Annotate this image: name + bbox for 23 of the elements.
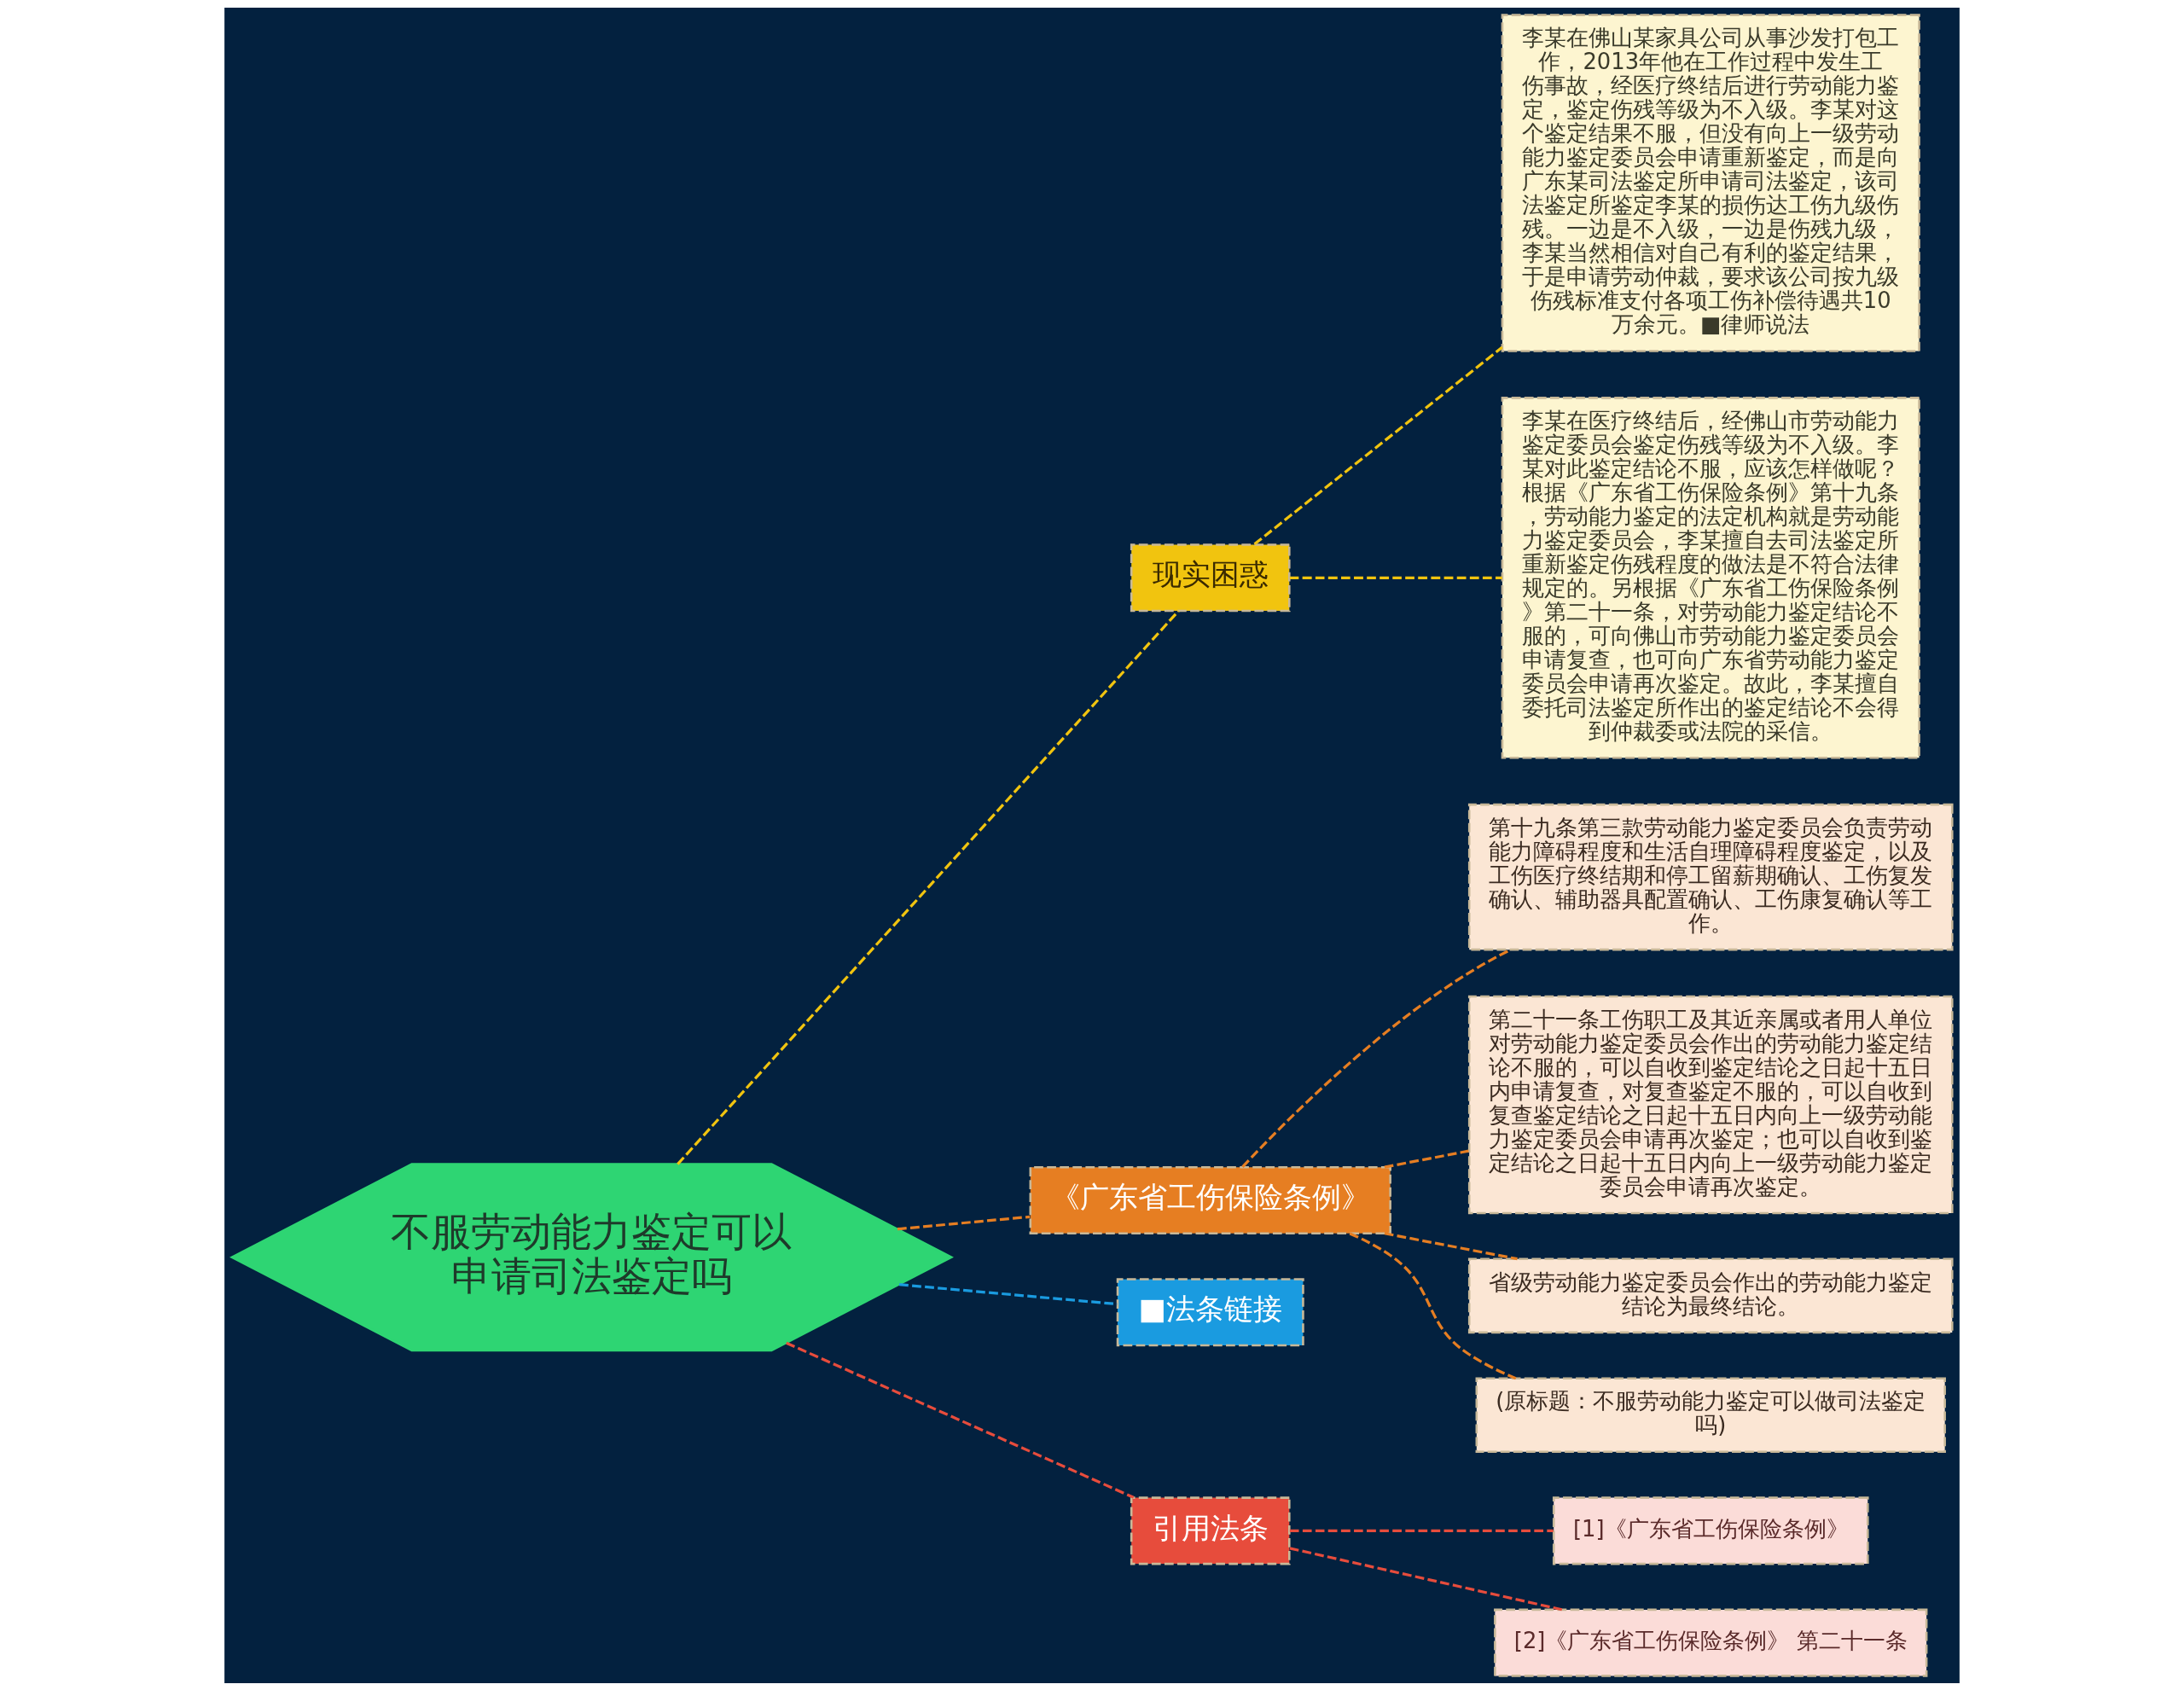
- connector: [1289, 1529, 1554, 1532]
- node-box: ■法条链接: [1116, 1277, 1304, 1346]
- connector: [1349, 1231, 1517, 1379]
- node-box: 现实困惑: [1130, 543, 1291, 612]
- node-box: 省级劳动能力鉴定委员会作出的劳动能力鉴定结论为最终结论。: [1467, 1257, 1954, 1333]
- node-box: 引用法条: [1130, 1495, 1291, 1565]
- connector: [898, 1282, 1118, 1305]
- connector: [1289, 1546, 1563, 1611]
- connector: [786, 1341, 1135, 1499]
- connector: [1289, 576, 1502, 579]
- node-box: [1]《广东省工伤保险条例》: [1552, 1495, 1869, 1565]
- node-box: (原标题：不服劳动能力鉴定可以做司法鉴定吗): [1475, 1376, 1946, 1453]
- node-box: 第二十一条工伤职工及其近亲属或者用人单位对劳动能力鉴定委员会作出的劳动能力鉴定结论不服的，可以自收到鉴定结论之日起十五日内申请复查，对复查鉴定不服的，可以自收到复查鉴定结论之日起十五日内向上一级劳动能力鉴定委员会申请再次鉴定；也可以自收到鉴定结论之日起十五日内向上一级劳动能力鉴定委员会申请再次鉴定。: [1467, 995, 1954, 1214]
- connector: [897, 1215, 1031, 1230]
- connector: [1384, 1149, 1469, 1169]
- node-box: 《广东省工伤保险条例》: [1029, 1165, 1391, 1234]
- connector: [1384, 1231, 1518, 1260]
- node-box: [2]《广东省工伤保险条例》 第二十一条: [1494, 1608, 1928, 1677]
- connector: [1253, 346, 1503, 545]
- node-box: 李某在医疗终结后，经佛山市劳动能力鉴定委员会鉴定伤残等级为不入级。李某对此鉴定结论不服，应该怎样做呢？根据《广东省工伤保险条例》第十九条，劳动能力鉴定的法定机构就是劳动能力鉴定委员会，李某擅自去司法鉴定所重新鉴定伤残程度的做法是不符合法律规定的。另根据《广东省工伤保险条例》第二十一条，对劳动能力鉴定结论不服的，可向佛山市劳动能力鉴定委员会申请复查，也可向广东省劳动能力鉴定委员会申请再次鉴定。故此，李某擅自委托司法鉴定所作出的鉴定结论不会得到仲裁委或法院的采信。: [1501, 396, 1920, 758]
- connector: [677, 609, 1180, 1165]
- node-box: 李某在佛山某家具公司从事沙发打包工作，2013年他在工作过程中发生工伤事故，经医疗终结后进行劳动能力鉴定，鉴定伤残等级为不入级。李某对这个鉴定结果不服，但没有向上一级劳动能力鉴定委员会申请重新鉴定，而是向广东某司法鉴定所申请司法鉴定，该司法鉴定所鉴定李某的损伤达工伤九级伤残。一边是不入级，一边是伤残九级，李某当然相信对自己有利的鉴定结果，于是申请劳动仲裁，要求该公司按九级伤残标准支付各项工伤补偿待遇共10万余元。■律师说法: [1501, 13, 1920, 352]
- node-box: 第十九条第三款劳动能力鉴定委员会负责劳动能力障碍程度和生活自理障碍程度鉴定，以及工伤医疗终结期和停工留薪期确认、工伤复发确认、辅助器具配置确认、工伤康复确认等工作。: [1467, 803, 1954, 950]
